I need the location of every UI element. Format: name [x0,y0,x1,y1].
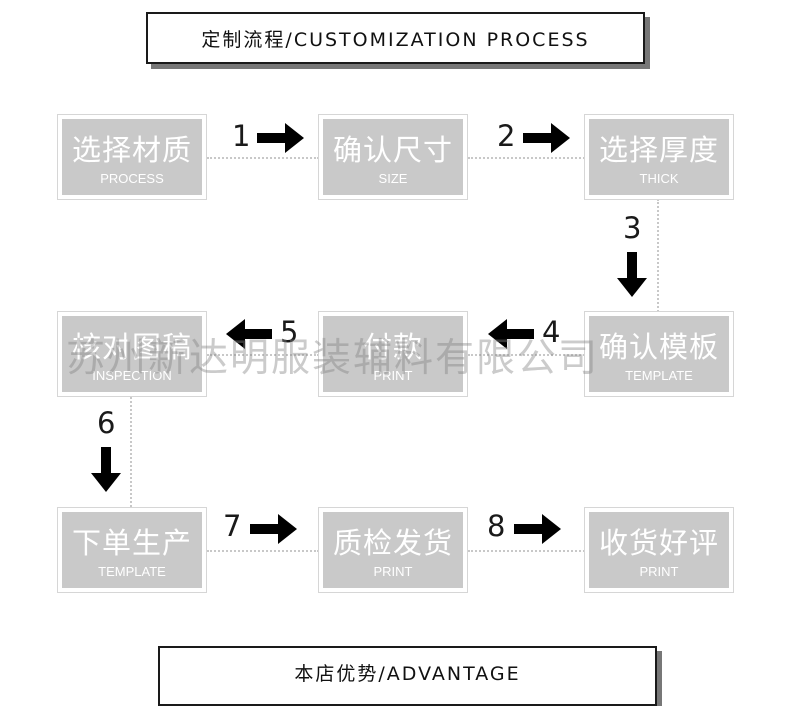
step-title: 选择材质 [71,133,192,167]
connector-line [207,550,319,552]
step-box-confirm-size: 确认尺寸 SIZE [318,114,468,200]
step-subtitle: TEMPLATE [98,564,166,579]
step-number: 7 [221,509,244,543]
step-title: 确认尺寸 [332,133,453,167]
arrow-right-icon [523,122,571,154]
step-title: 付款 [362,330,423,364]
step-box-check-artwork: 核对图稿 INSPECTION [57,311,207,397]
step-box-receive-review: 收货好评 PRINT [584,507,734,593]
connector-line [207,354,319,356]
step-number: 8 [485,509,508,543]
process-title: 定制流程/CUSTOMIZATION PROCESS [201,28,590,51]
step-title: 确认模板 [598,330,719,364]
step-subtitle: PRINT [373,368,413,383]
step-subtitle: INSPECTION [92,368,172,383]
step-box-payment: 付款 PRINT [318,311,468,397]
advantage-title-box: 本店优势/ADVANTAGE [158,646,657,706]
connector-line [130,397,132,507]
step-title: 核对图稿 [71,330,192,364]
step-subtitle: TEMPLATE [625,368,693,383]
step-title: 质检发货 [332,526,453,560]
step-title: 下单生产 [71,526,192,560]
arrow-right-icon [250,513,298,545]
step-box-select-material: 选择材质 PROCESS [57,114,207,200]
connector-line [657,199,659,312]
step-title: 收货好评 [598,526,719,560]
arrow-right-icon [514,513,562,545]
step-box-select-thickness: 选择厚度 THICK [584,114,734,200]
arrow-left-icon [488,318,534,350]
arrow-right-icon [257,122,305,154]
step-subtitle: SIZE [378,171,408,186]
step-title: 选择厚度 [598,133,719,167]
step-subtitle: PRINT [639,564,679,579]
step-number: 4 [540,315,563,349]
connector-line [207,157,319,159]
step-number: 3 [621,211,644,245]
step-box-quality-shipping: 质检发货 PRINT [318,507,468,593]
connector-line [468,550,585,552]
step-number: 6 [95,406,118,440]
step-subtitle: PRINT [373,564,413,579]
connector-line [468,157,585,159]
arrow-left-icon [226,318,272,350]
step-subtitle: THICK [639,171,679,186]
arrow-down-icon [616,252,648,298]
step-subtitle: PROCESS [100,171,164,186]
advantage-title: 本店优势/ADVANTAGE [294,662,521,685]
connector-line [468,354,585,356]
step-box-confirm-template: 确认模板 TEMPLATE [584,311,734,397]
step-number: 1 [230,119,253,153]
step-box-production: 下单生产 TEMPLATE [57,507,207,593]
step-number: 5 [278,315,301,349]
arrow-down-icon [90,447,122,493]
process-title-box: 定制流程/CUSTOMIZATION PROCESS [146,12,645,64]
step-number: 2 [495,119,518,153]
